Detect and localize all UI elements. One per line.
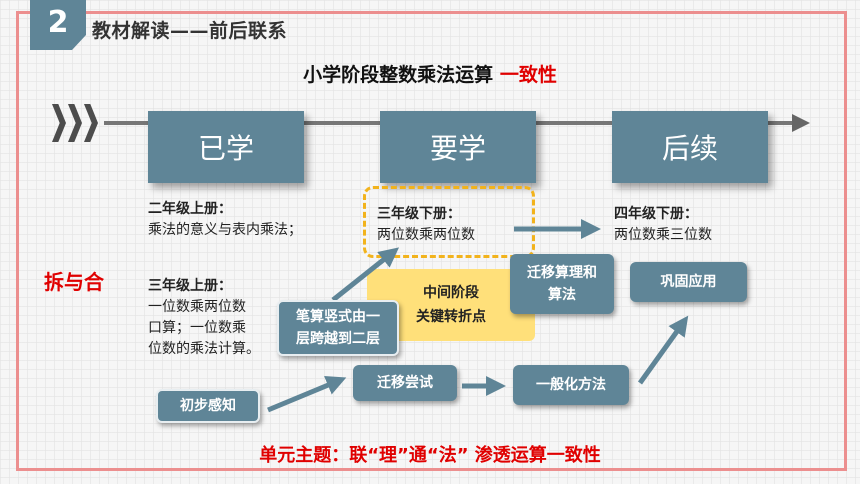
node-consolidate: 巩固应用 <box>630 262 747 302</box>
learned-block-2-line: 口算；一位数乘 <box>148 320 246 336</box>
learned-block-1-title: 二年级上册： <box>148 201 232 217</box>
section-title: 教材解读——前后联系 <box>92 20 288 42</box>
center-line-2: 关键转折点 <box>416 309 486 325</box>
stage-to-learn: 要学 <box>380 111 536 183</box>
stage-learned: 已学 <box>148 111 304 183</box>
to-learn-title: 三年级下册： <box>377 206 461 222</box>
to-learn-content: 两位数乘两位数 <box>377 227 475 243</box>
stage-future: 后续 <box>612 111 768 183</box>
future-title: 四年级下册： <box>614 206 698 222</box>
main-title-text: 小学阶段整数乘法运算 <box>303 64 494 86</box>
timeline-arrow-head <box>792 114 810 132</box>
to-learn-dashed-box <box>363 186 535 258</box>
node-vertical-line-1: 笔算竖式由一 <box>296 309 380 325</box>
arrow-generalize-to-consolidate <box>637 315 689 385</box>
arrow-initial-to-try <box>267 375 347 413</box>
node-transfer-logic-line-1: 迁移算理和 <box>527 265 597 281</box>
learned-block-2-line: 位数的乘法计算。 <box>148 341 260 357</box>
learned-block-2: 三年级上册： 一位数乘两位数 口算；一位数乘 位数的乘法计算。 <box>148 276 260 360</box>
unit-theme: 单元主题：联“理”通“法” 渗透运算一致性 <box>259 445 601 466</box>
node-transfer-logic-line-2: 算法 <box>548 287 576 303</box>
future-text: 四年级下册： 两位数乘三位数 <box>614 204 712 246</box>
node-transfer-logic: 迁移算理和 算法 <box>510 254 614 314</box>
future-content: 两位数乘三位数 <box>614 227 712 243</box>
arrow-vertical-to-learn <box>331 247 400 302</box>
learned-block-1-text: 乘法的意义与表内乘法； <box>148 222 302 238</box>
side-label: 拆与合 <box>44 270 104 294</box>
slide-frame <box>16 11 847 471</box>
node-transfer-try: 迁移尝试 <box>353 365 457 401</box>
node-vertical-line-2: 层跨越到二层 <box>296 331 380 347</box>
section-number-badge: 2 <box>30 0 86 50</box>
learned-block-1: 二年级上册： 乘法的意义与表内乘法； <box>148 199 302 241</box>
learned-block-2-line: 一位数乘两位数 <box>148 299 246 315</box>
main-title: 小学阶段整数乘法运算 一致性 <box>0 60 860 87</box>
center-line-1: 中间阶段 <box>423 285 479 301</box>
main-title-accent: 一致性 <box>499 64 557 86</box>
node-vertical-calculation: 笔算竖式由一 层跨越到二层 <box>277 300 399 356</box>
to-learn-text: 三年级下册： 两位数乘两位数 <box>377 204 475 246</box>
node-initial-perception: 初步感知 <box>156 389 260 423</box>
learned-block-2-title: 三年级上册： <box>148 278 232 294</box>
node-generalize: 一般化方法 <box>513 365 629 405</box>
